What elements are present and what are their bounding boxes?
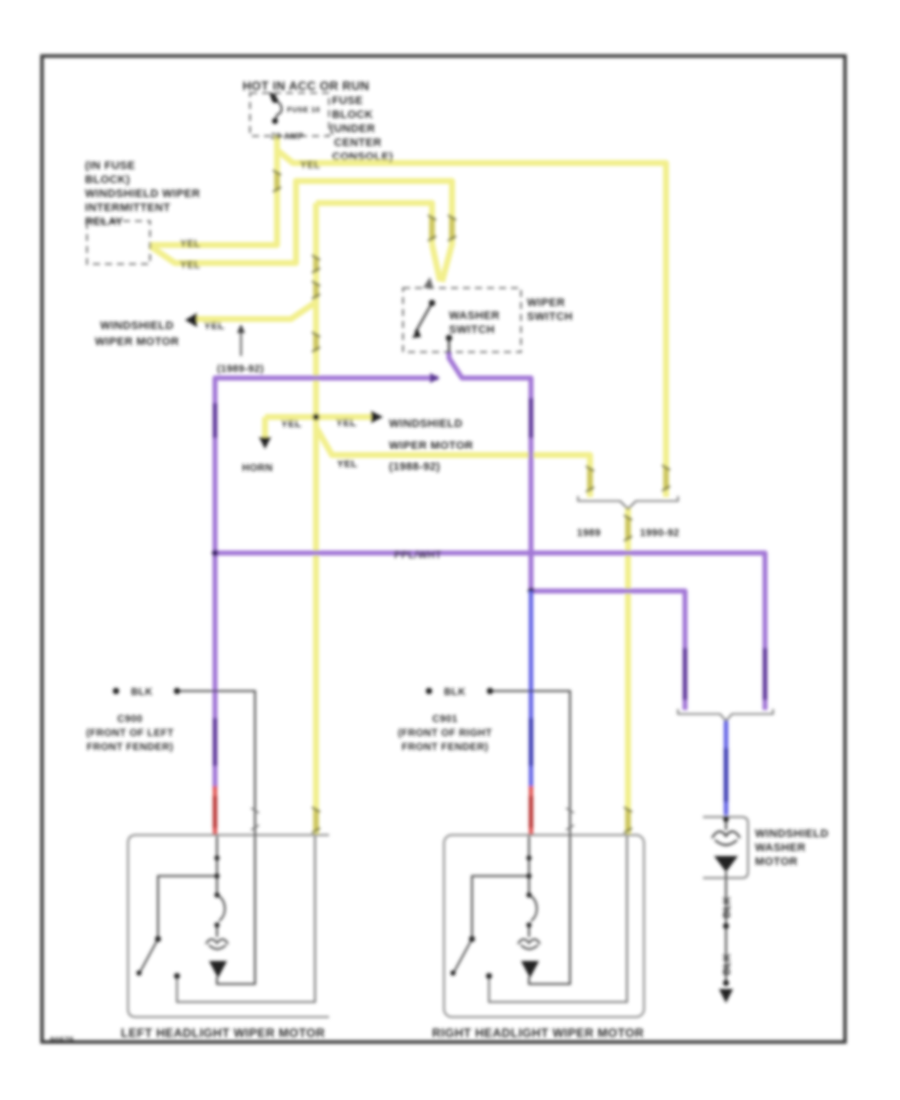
svg-text:YEL: YEL — [281, 419, 302, 430]
svg-text:YEL: YEL — [337, 459, 358, 470]
svg-text:BLK: BLK — [131, 687, 153, 698]
svg-text:FUSE: FUSE — [332, 95, 363, 107]
svg-text:C901: C901 — [432, 714, 458, 725]
svg-text:WINDSHIELD: WINDSHIELD — [389, 418, 463, 430]
svg-text:(1989-92): (1989-92) — [217, 364, 264, 375]
svg-text:1989: 1989 — [577, 528, 601, 539]
svg-text:HOT IN ACC OR RUN: HOT IN ACC OR RUN — [242, 79, 369, 93]
svg-text:CONSOLE): CONSOLE) — [332, 151, 393, 163]
svg-text:(1988-92): (1988-92) — [389, 461, 440, 473]
svg-text:WINDSHIELD: WINDSHIELD — [755, 828, 829, 840]
svg-text:HORN: HORN — [242, 463, 273, 474]
svg-text:20 AMP: 20 AMP — [271, 131, 304, 141]
svg-text:YEL: YEL — [300, 160, 321, 171]
svg-text:CENTER: CENTER — [334, 137, 382, 149]
svg-text:BLK: BLK — [444, 687, 466, 698]
svg-text:SWITCH: SWITCH — [527, 311, 573, 323]
svg-text:WASHER: WASHER — [449, 310, 500, 322]
svg-text:C900: C900 — [117, 714, 143, 725]
svg-text:WIPER MOTOR: WIPER MOTOR — [95, 336, 179, 348]
svg-text:LEFT HEADLIGHT WIPER MOTOR: LEFT HEADLIGHT WIPER MOTOR — [121, 1026, 325, 1040]
svg-text:FRONT FENDER): FRONT FENDER) — [402, 742, 489, 753]
svg-text:FRONT FENDER): FRONT FENDER) — [87, 742, 174, 753]
svg-text:1990-92: 1990-92 — [640, 528, 680, 539]
svg-text:BLOCK): BLOCK) — [85, 174, 130, 186]
svg-text:PPL/WHT: PPL/WHT — [394, 550, 442, 561]
svg-text:FUSE 10: FUSE 10 — [287, 105, 320, 114]
svg-text:BLK: BLK — [722, 896, 733, 918]
svg-text:WINDSHIELD WIPER: WINDSHIELD WIPER — [85, 188, 200, 200]
svg-text:RELAY: RELAY — [85, 216, 124, 228]
svg-text:BLOCK: BLOCK — [332, 109, 373, 121]
svg-text:(FRONT OF LEFT: (FRONT OF LEFT — [86, 728, 174, 739]
svg-text:RIGHT HEADLIGHT WIPER MOTOR: RIGHT HEADLIGHT WIPER MOTOR — [432, 1026, 644, 1040]
svg-text:(FRONT OF RIGHT: (FRONT OF RIGHT — [398, 728, 492, 739]
svg-text:INTERMITTENT: INTERMITTENT — [85, 202, 170, 214]
svg-text:MOTOR: MOTOR — [755, 856, 798, 868]
svg-text:(IN FUSE: (IN FUSE — [85, 160, 135, 172]
svg-text:YEL: YEL — [180, 260, 201, 271]
svg-text:WIPER: WIPER — [527, 297, 565, 309]
svg-text:BLK: BLK — [722, 953, 733, 975]
svg-text:YEL: YEL — [180, 239, 201, 250]
svg-text:SWITCH: SWITCH — [449, 324, 495, 336]
svg-text:WIPER MOTOR: WIPER MOTOR — [389, 440, 473, 452]
svg-text:WASHER: WASHER — [755, 842, 806, 854]
svg-text:90575: 90575 — [50, 1036, 74, 1045]
svg-text:YEL: YEL — [336, 418, 357, 429]
svg-text:(UNDER: (UNDER — [330, 123, 375, 135]
svg-text:YEL: YEL — [204, 321, 225, 332]
svg-text:WINDSHIELD: WINDSHIELD — [100, 320, 174, 332]
